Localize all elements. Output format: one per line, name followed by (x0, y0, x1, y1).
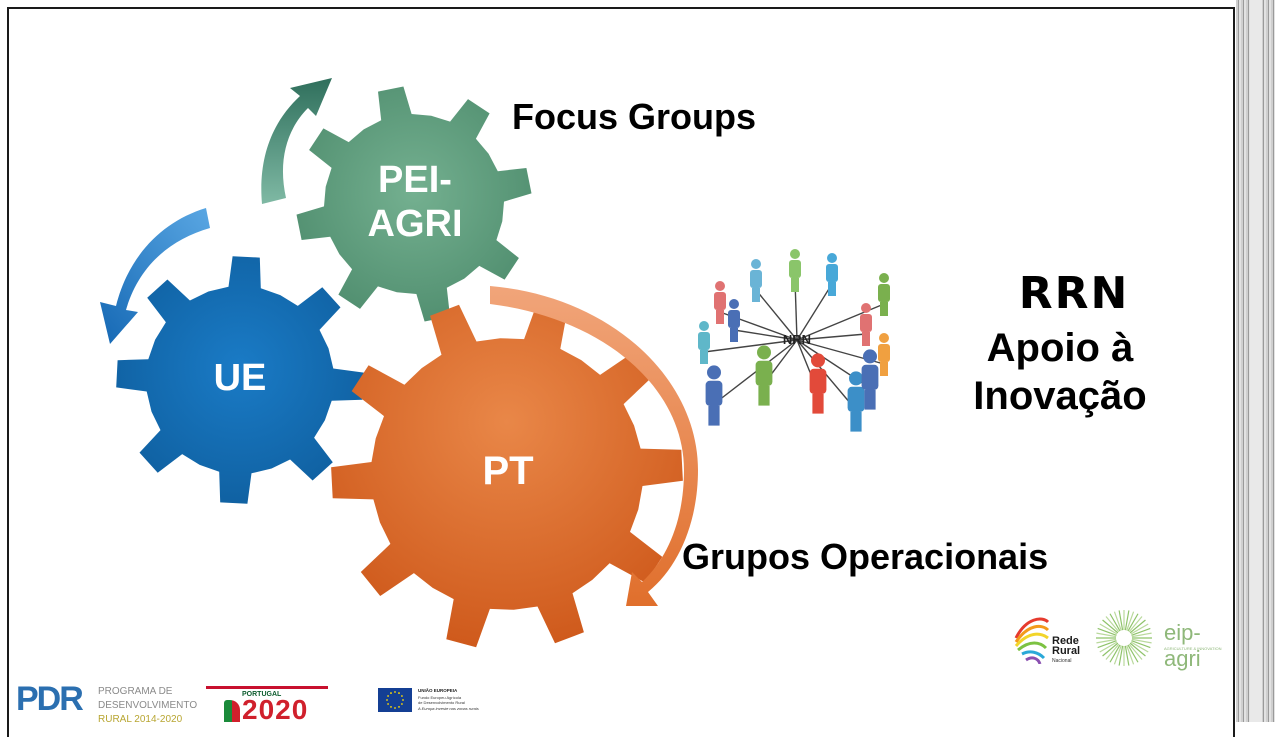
network-illustration: NRN (698, 249, 890, 432)
slide: NRN PEI- AGRI UE PT Focus Groups Grupos … (7, 0, 1275, 737)
orange-curved-arrow (490, 286, 698, 606)
person-icon (878, 333, 890, 376)
network-link (703, 339, 798, 353)
person-icon (861, 349, 879, 410)
person-icon (860, 303, 872, 346)
person-icon (750, 259, 762, 302)
eip-agri-tagline: AGRICULTURE & INNOVATION (1164, 646, 1222, 651)
teal-curved-arrow (261, 78, 332, 204)
pdr-line1: PROGRAMA DE (98, 686, 173, 697)
pdr-mark: PDR (16, 682, 84, 718)
portugal-2020-logo: PORTUGAL 2020 (206, 686, 330, 722)
network-link (713, 339, 798, 405)
portugal-flag-icon (224, 700, 240, 722)
eu-line1: UNIÃO EUROPEIA (418, 688, 458, 693)
gear-diagram: NRN (100, 78, 890, 648)
focus-groups-label: Focus Groups (512, 96, 757, 137)
eu-line3: de Desenvolvimento Rural (418, 700, 465, 705)
person-icon (698, 321, 710, 364)
apoio-line2: Inovação (973, 374, 1147, 418)
ue-gear (116, 256, 364, 504)
rede-rural-line2: Rural (1052, 645, 1081, 657)
network-link (796, 339, 857, 411)
eip-agri-starburst-icon (1096, 610, 1152, 666)
rede-rural-mark-icon (1014, 617, 1050, 664)
eu-stars-icon (386, 691, 404, 709)
person-icon (826, 253, 838, 296)
rede-rural-line3: Nacional (1052, 658, 1072, 664)
person-icon (847, 371, 865, 432)
eu-line4: A Europa investe nas zonas rurais (418, 706, 479, 711)
portugal-2020-top: PORTUGAL (242, 691, 282, 698)
rrn-title: RRN (1018, 268, 1130, 319)
network-link (755, 289, 798, 341)
blue-curved-arrow (100, 208, 210, 344)
uniao-europeia-logo: UNIÃO EUROPEIA Fundo Europeu Agrícola de… (378, 688, 498, 722)
eip-agri-name: eip-agri (1164, 620, 1201, 671)
portugal-2020-bar (206, 686, 328, 689)
portugal-2020-year: 2020 (242, 694, 309, 723)
person-icon (878, 273, 890, 316)
pei-agri-label: PEI- AGRI (367, 159, 463, 245)
pdr-line3: RURAL 2014-2020 (98, 714, 183, 722)
rede-rural-line1: Rede (1052, 635, 1079, 647)
network-link (796, 333, 867, 341)
network-link (733, 329, 798, 341)
pei-agri-gear (296, 86, 532, 322)
pdr-logo: PDR PROGRAMA DE DESENVOLVIMENTO RURAL 20… (16, 682, 216, 722)
slide-frame (7, 7, 1235, 737)
person-icon (705, 365, 723, 426)
network-link (796, 283, 833, 341)
network-people (698, 249, 890, 432)
person-icon (714, 281, 726, 324)
person-icon (809, 353, 827, 414)
right-band-inner (1250, 0, 1262, 722)
person-icon (789, 249, 801, 292)
ue-label: UE (213, 357, 267, 399)
person-icon (728, 299, 740, 342)
grupos-operacionais-label: Grupos Operacionais (682, 536, 1049, 577)
eu-line2: Fundo Europeu Agrícola (418, 695, 462, 700)
network-center-label: NRN (783, 332, 811, 347)
apoio-line1: Apoio à (986, 326, 1134, 370)
eip-agri-logo: eip-agri AGRICULTURE & INNOVATION (1092, 606, 1232, 671)
person-icon (755, 345, 773, 406)
rede-rural-logo: Rede Rural Nacional (1012, 612, 1082, 668)
pdr-line2: DESENVOLVIMENTO (98, 700, 198, 711)
pt-label: PT (482, 449, 534, 493)
pt-gear (331, 300, 683, 648)
